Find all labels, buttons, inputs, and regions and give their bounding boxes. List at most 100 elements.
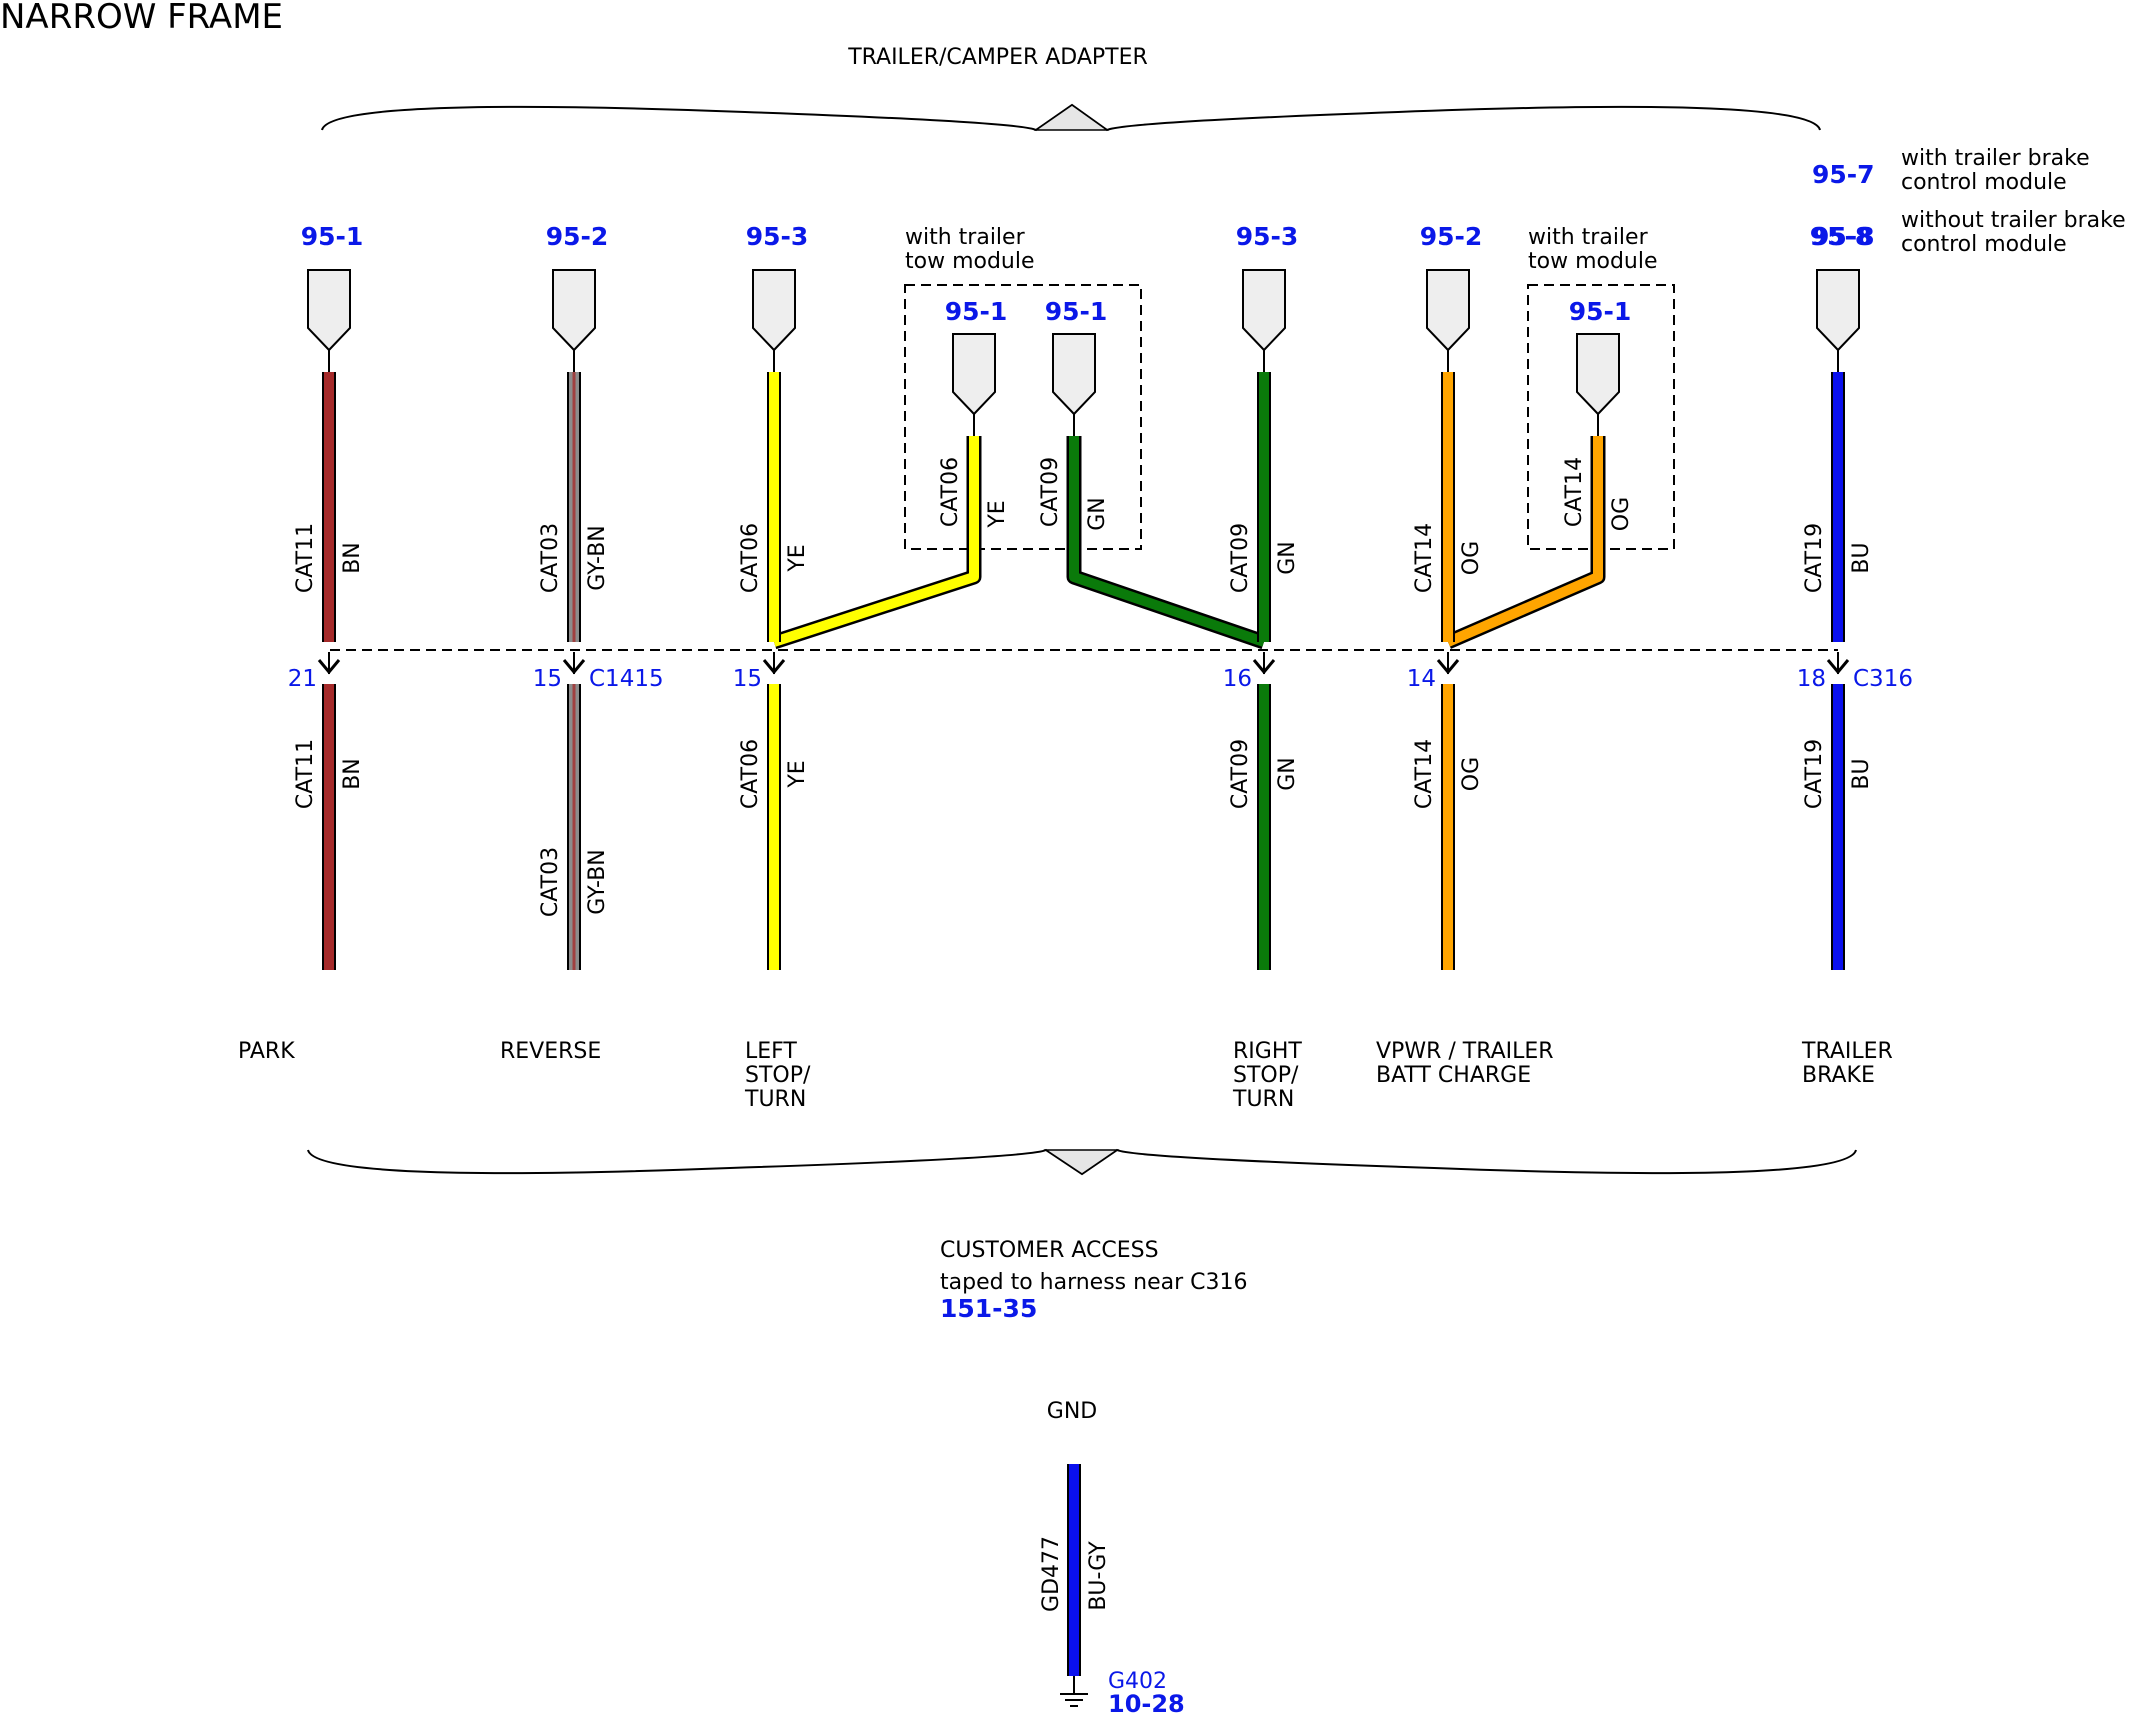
color-code-label: BU-GY	[1086, 1541, 1111, 1611]
connector-pin-icon	[552, 269, 596, 352]
page-ref-link[interactable]: 95-1	[1569, 297, 1632, 326]
color-code-label: OG	[1459, 757, 1484, 791]
page-ref-link[interactable]: 95-3	[746, 222, 809, 251]
tow-module-title: with trailer	[1528, 225, 1649, 250]
function-label: STOP/	[1233, 1063, 1299, 1088]
connector-pin-icon	[1816, 269, 1860, 352]
circuit-label: CAT09	[1228, 739, 1253, 809]
page-ref-link[interactable]: 10-28	[1108, 1690, 1185, 1714]
circuit-label: CAT06	[738, 523, 763, 593]
color-code-label: OG	[1459, 541, 1484, 575]
circuit-label: CAT06	[938, 457, 963, 527]
function-label: TURN	[1232, 1087, 1294, 1112]
function-label: RIGHT	[1233, 1039, 1302, 1064]
legend: 95-7 with trailer brake control module 9…	[1812, 146, 2126, 257]
circuit-label: CAT03	[538, 847, 563, 917]
color-code-label: GN	[1275, 541, 1300, 575]
legend-text: control module	[1901, 170, 2067, 195]
tow-module-title: tow module	[1528, 249, 1658, 274]
color-code-label: GN	[1275, 757, 1300, 791]
circuit-label: CAT19	[1802, 739, 1827, 809]
page-ref-link[interactable]: 95-2	[546, 222, 609, 251]
color-code-label: BN	[340, 542, 365, 574]
connector-pin-icon	[1242, 269, 1286, 352]
function-label: REVERSE	[500, 1039, 601, 1064]
color-code-label: GY-BN	[585, 525, 610, 590]
pin-number: 15	[733, 666, 762, 692]
legend-text: control module	[1901, 232, 2067, 257]
page-ref-link[interactable]: 95-8	[1810, 222, 1873, 251]
page-ref-link[interactable]: 95-1	[945, 297, 1008, 326]
function-label: TURN	[744, 1087, 806, 1112]
pin-arrow-icon	[1826, 659, 1850, 675]
color-code-label: GY-BN	[585, 849, 610, 914]
ground-label: GND	[1047, 1399, 1097, 1424]
legend-ref-95-8[interactable]: 95-8	[1812, 222, 1875, 251]
page-ref-link[interactable]: 95-1	[1045, 297, 1108, 326]
function-label: TRAILER	[1801, 1039, 1893, 1064]
tow-module-title: with trailer	[905, 225, 1026, 250]
circuit-label: CAT14	[1412, 739, 1437, 809]
tow-module-box-left	[904, 284, 1142, 550]
connector-pin-icon	[307, 269, 351, 352]
color-code-label: BU	[1849, 542, 1874, 573]
diagram-title: NARROW FRAME	[0, 0, 283, 37]
page-ref-link[interactable]: 95-2	[1420, 222, 1483, 251]
bottom-brace-tip	[1043, 1149, 1120, 1175]
page-ref-link[interactable]: 95-3	[1236, 222, 1299, 251]
connector-pin-icon	[1052, 333, 1096, 416]
pin-arrow-icon	[1436, 659, 1460, 675]
circuit-label: CAT14	[1412, 523, 1437, 593]
function-label: BATT CHARGE	[1376, 1063, 1531, 1088]
tow-module-title: tow module	[905, 249, 1035, 274]
pin-arrow-icon	[317, 659, 341, 675]
color-code-label: YE	[785, 544, 810, 572]
circuit-label: GD477	[1039, 1536, 1064, 1612]
top-brace-tip	[1033, 104, 1110, 131]
color-code-label: OG	[1609, 497, 1634, 531]
circuit-label: CAT03	[538, 523, 563, 593]
function-label: BRAKE	[1802, 1063, 1875, 1088]
pin-number: 21	[288, 666, 317, 692]
page-ref-link[interactable]: 95-1	[301, 222, 364, 251]
color-code-label: GN	[1085, 497, 1110, 531]
function-label: STOP/	[745, 1063, 811, 1088]
circuit-label: CAT14	[1562, 457, 1587, 527]
function-label: PARK	[238, 1039, 295, 1064]
branch-wire-green	[1069, 436, 1266, 647]
circuit-label: CAT09	[1228, 523, 1253, 593]
color-code-label: YE	[785, 760, 810, 788]
color-code-label: YE	[985, 500, 1010, 528]
tow-branch-green: 95-1 CAT09 GN	[1038, 297, 1110, 531]
pin-number: 18	[1797, 666, 1826, 692]
circuit-label: CAT11	[293, 739, 318, 809]
connector-id: C1415	[589, 666, 664, 692]
bottom-group-title: CUSTOMER ACCESS	[940, 1238, 1159, 1263]
connector-id: C316	[1853, 666, 1913, 692]
legend-ref-95-7[interactable]: 95-7	[1812, 160, 1875, 189]
ground-id: G402	[1108, 1669, 1167, 1694]
pin-number: 15	[533, 666, 562, 692]
bottom-group-note: taped to harness near C316	[940, 1270, 1247, 1295]
connector-pin-icon	[1576, 333, 1620, 416]
page-ref-link[interactable]: 151-35	[940, 1294, 1037, 1323]
top-group-label: TRAILER/CAMPER ADAPTER	[847, 45, 1148, 70]
pin-number: 14	[1407, 666, 1436, 692]
circuit-label: CAT06	[738, 739, 763, 809]
function-label: VPWR / TRAILER	[1376, 1039, 1554, 1064]
circuit-label: CAT11	[293, 523, 318, 593]
function-label: LEFT	[745, 1039, 797, 1064]
color-code-label: BU	[1849, 758, 1874, 789]
legend-text: without trailer brake	[1901, 208, 2126, 233]
ground-circuit: GND GD477 BU-GY G402 10-28	[1039, 1399, 1185, 1714]
pin-arrow-icon	[1252, 659, 1276, 675]
pin-arrow-icon	[762, 659, 786, 675]
connector-pin-icon	[1426, 269, 1470, 352]
